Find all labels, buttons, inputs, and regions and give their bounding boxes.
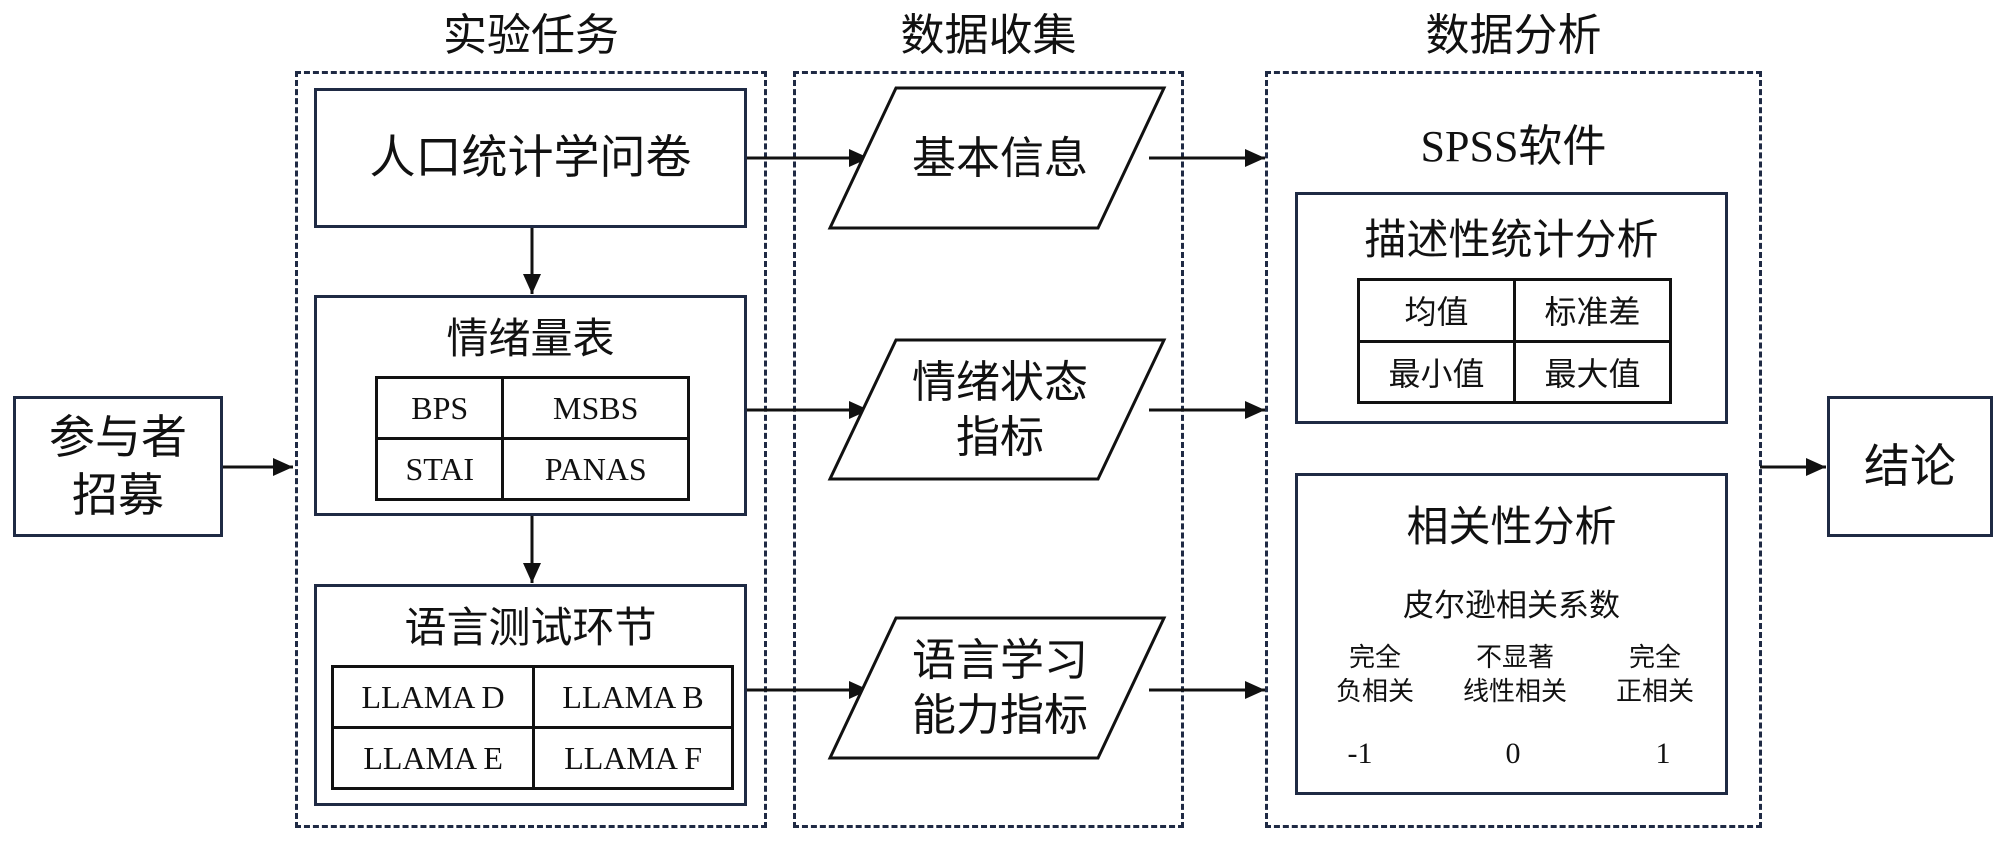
section-title-tasks: 实验任务 [443, 10, 619, 61]
scale-value-negative: -1 [1347, 737, 1373, 770]
table-cell: LLAMA E [330, 726, 536, 790]
scale-value-positive: 1 [1655, 737, 1671, 770]
table-cell: 最小值 [1357, 339, 1516, 404]
descriptive-table: 均值 标准差 最小值 最大值 [1357, 278, 1672, 404]
emotion-state-label: 情绪状态 指标 [912, 356, 1088, 463]
correlation-subtitle: 皮尔逊相关系数 [1403, 588, 1620, 624]
analysis-group [1265, 71, 1762, 828]
demographic-box: 人口统计学问卷 [314, 88, 747, 228]
language-test-table: LLAMA D LLAMA B LLAMA E LLAMA F [330, 665, 734, 790]
conclusion-box: 结论 [1827, 396, 1993, 537]
recruit-box: 参与者 招募 [13, 396, 223, 537]
language-test-title: 语言测试环节 [404, 603, 657, 652]
basic-info-label: 基本信息 [912, 132, 1088, 184]
table-cell: PANAS [501, 437, 690, 501]
scale-label-none: 不显著 线性相关 [1462, 643, 1567, 707]
language-ability-label: 语言学习 能力指标 [912, 635, 1088, 741]
correlation-box: 相关性分析 皮尔逊相关系数 [1295, 473, 1728, 795]
table-cell: MSBS [501, 376, 690, 440]
scale-label-positive: 完全 正相关 [1615, 643, 1694, 707]
table-cell: BPS [374, 376, 505, 440]
conclusion-label: 结论 [1864, 438, 1956, 493]
table-cell: 均值 [1357, 278, 1516, 343]
scale-value-zero: 0 [1505, 737, 1521, 770]
collection-group [793, 71, 1184, 828]
table-cell: LLAMA D [330, 665, 536, 729]
tasks-group [295, 71, 767, 828]
table-cell: LLAMA F [532, 726, 734, 790]
table-cell: 标准差 [1513, 278, 1672, 343]
emotion-scale-title: 情绪量表 [446, 314, 615, 363]
table-cell: STAI [374, 437, 505, 501]
emotion-scale-table: BPS MSBS STAI PANAS [374, 376, 690, 501]
section-title-collection: 数据收集 [900, 10, 1077, 61]
section-title-analysis: 数据分析 [1425, 10, 1602, 61]
scale-label-negative: 完全 负相关 [1335, 643, 1414, 707]
descriptive-title: 描述性统计分析 [1364, 215, 1659, 264]
demographic-label: 人口统计学问卷 [369, 130, 692, 185]
table-cell: 最大值 [1513, 339, 1672, 404]
spss-label: SPSS软件 [1420, 122, 1607, 171]
table-cell: LLAMA B [532, 665, 734, 729]
recruit-label: 参与者 招募 [49, 410, 187, 522]
correlation-title: 相关性分析 [1406, 502, 1617, 551]
